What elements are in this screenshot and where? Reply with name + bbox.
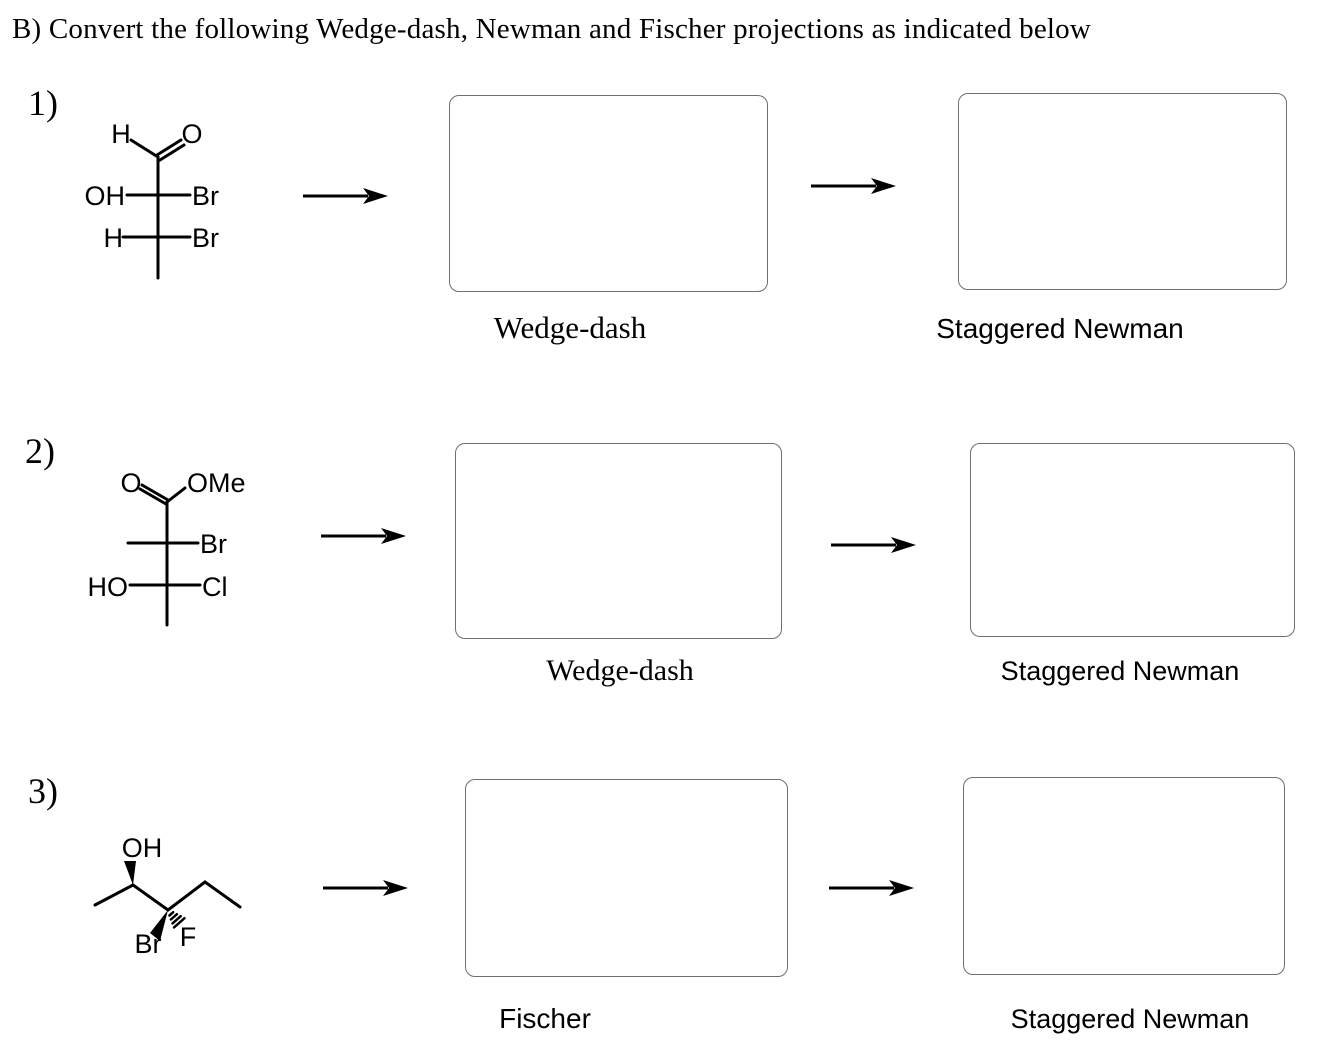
arrow-right-icon — [831, 537, 916, 553]
atom-label-c3-h: H — [104, 223, 124, 253]
answer-box-5-fischer — [465, 779, 788, 977]
hash-bond-to-f — [168, 910, 186, 929]
item-number-3: 3) — [28, 771, 58, 811]
answer-box-4-label: Staggered Newman — [1000, 656, 1240, 686]
atom-label-aldehyde-o: O — [181, 119, 202, 149]
answer-box-6-staggered-newman — [963, 777, 1285, 975]
answer-box-3-wedge-dash — [455, 443, 782, 639]
atom-label-ester-o: O — [120, 468, 141, 498]
answer-box-3-label: Wedge-dash — [546, 654, 694, 687]
molecule-3-wedge-dash-structure: OH Br F — [93, 833, 242, 959]
molecule-1-fischer-projection: H O OH Br H Br — [85, 119, 220, 280]
molecule-2-atom-labels: O OMe Br HO Cl — [88, 468, 246, 602]
arrow-right-icon — [303, 188, 388, 204]
atom-label-c2-br: Br — [192, 181, 219, 211]
atom-label-ester-ome: OMe — [187, 468, 246, 498]
answer-box-2-staggered-newman — [958, 93, 1287, 290]
wedge-bond-to-oh — [124, 861, 136, 885]
atom-label-c3-cl: Cl — [202, 572, 228, 602]
atom-label-c2-br: Br — [200, 529, 227, 559]
atom-label-br: Br — [135, 929, 162, 959]
molecule-1-atom-labels: H O OH Br H Br — [85, 119, 220, 253]
atom-label-aldehyde-h: H — [111, 119, 131, 149]
arrow-right-icon — [321, 528, 406, 544]
item-number-1: 1) — [28, 83, 58, 123]
arrow-right-icon — [811, 178, 896, 194]
wedge-bond-to-br — [150, 910, 168, 941]
answer-box-2-label: Staggered Newman — [936, 313, 1184, 344]
molecule-1-bonds — [121, 138, 192, 280]
answer-box-4-staggered-newman — [970, 443, 1295, 637]
arrow-right-icon — [829, 880, 914, 896]
item-number-2: 2) — [25, 431, 55, 471]
atom-label-f: F — [180, 922, 197, 952]
atom-label-c3-br: Br — [192, 223, 219, 253]
molecule-2-fischer-projection: O OMe Br HO Cl — [88, 468, 246, 627]
answer-box-1-wedge-dash — [449, 95, 768, 292]
molecule-3-bonds — [93, 880, 242, 912]
answer-box-6-label: Staggered Newman — [1010, 1004, 1250, 1034]
arrow-right-icon — [323, 880, 408, 896]
answer-box-5-label: Fischer — [499, 1003, 591, 1034]
molecule-3-atom-labels: OH Br F — [122, 833, 197, 959]
atom-label-c3-ho: HO — [88, 572, 129, 602]
atom-label-c2-oh: OH — [85, 181, 126, 211]
molecule-2-bonds — [126, 483, 202, 627]
atom-label-oh: OH — [122, 833, 163, 863]
answer-box-1-label: Wedge-dash — [493, 310, 647, 345]
question-title: B) Convert the following Wedge-dash, New… — [12, 13, 1092, 45]
